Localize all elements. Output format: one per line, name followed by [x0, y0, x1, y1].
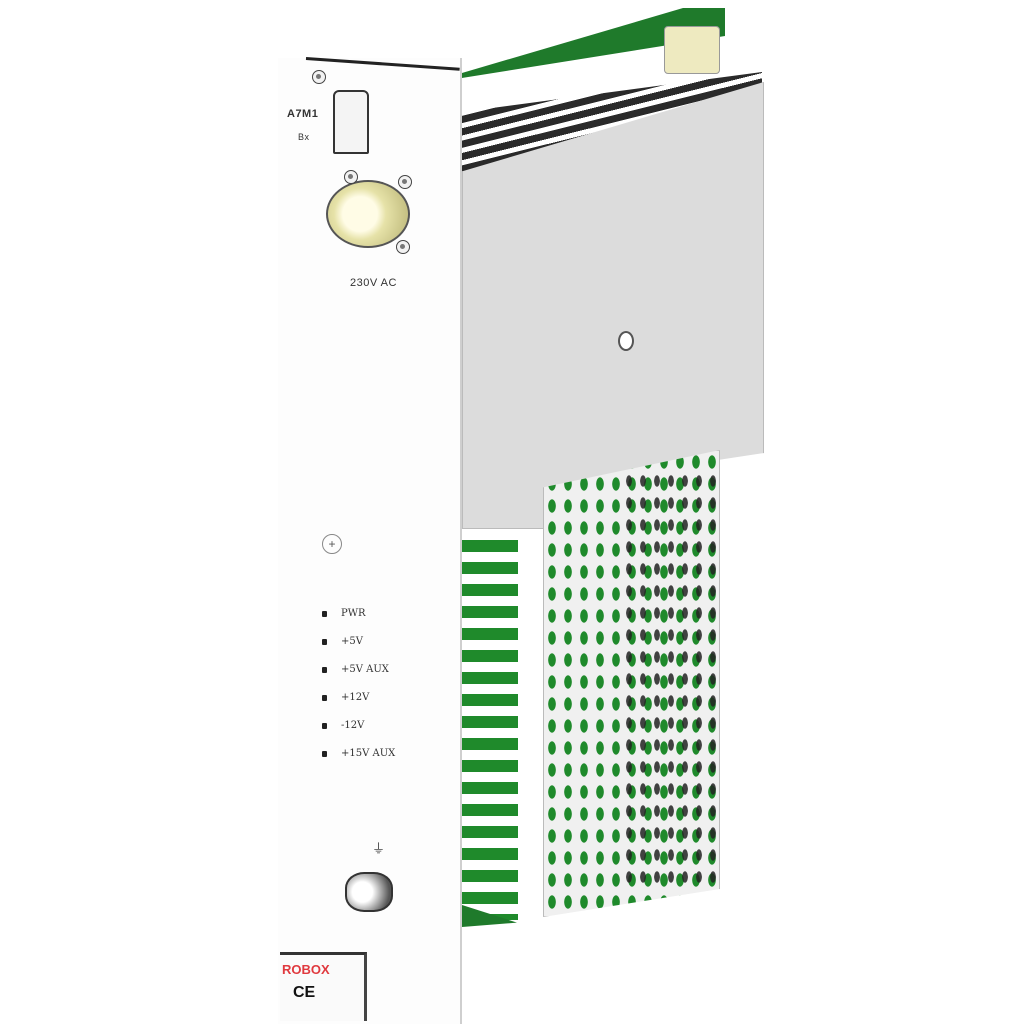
led-indicator: +15V AUX: [322, 748, 395, 759]
ce-mark: CE: [293, 984, 316, 1001]
led-indicator: +12V: [322, 692, 369, 703]
cover-screw-hole: [618, 331, 634, 351]
led-indicator: +5V: [322, 636, 363, 647]
ground-stud[interactable]: [345, 872, 393, 912]
top-connector: [664, 26, 720, 74]
panel-screw-icon: +: [322, 534, 342, 554]
led-icon: [322, 638, 327, 645]
top-label: A7M1: [287, 108, 319, 120]
led-icon: [322, 750, 327, 757]
led-indicator: +5V AUX: [322, 664, 389, 675]
ground-icon: ⏚: [372, 841, 386, 856]
pcb-side: [462, 530, 518, 920]
bottom-handle[interactable]: [280, 952, 367, 1021]
connector-screw-icon: [398, 175, 412, 189]
brand-logo: ROBOX: [282, 962, 330, 977]
led-icon: [322, 666, 327, 673]
led-indicator: -12V: [322, 720, 364, 731]
led-icon: [322, 694, 327, 701]
connector-screw-icon: [396, 240, 410, 254]
perforated-shield-dark: [622, 470, 718, 890]
led-indicator: PWR: [322, 608, 366, 619]
connector-screw-icon: [344, 170, 358, 184]
top-sublabel: Bx: [298, 132, 310, 142]
top-handle[interactable]: [333, 90, 369, 154]
ac-connector[interactable]: [326, 180, 410, 248]
led-icon: [322, 722, 327, 729]
top-screw-icon: [312, 70, 326, 84]
connector-label: 230V AC: [350, 277, 397, 289]
led-icon: [322, 610, 327, 617]
